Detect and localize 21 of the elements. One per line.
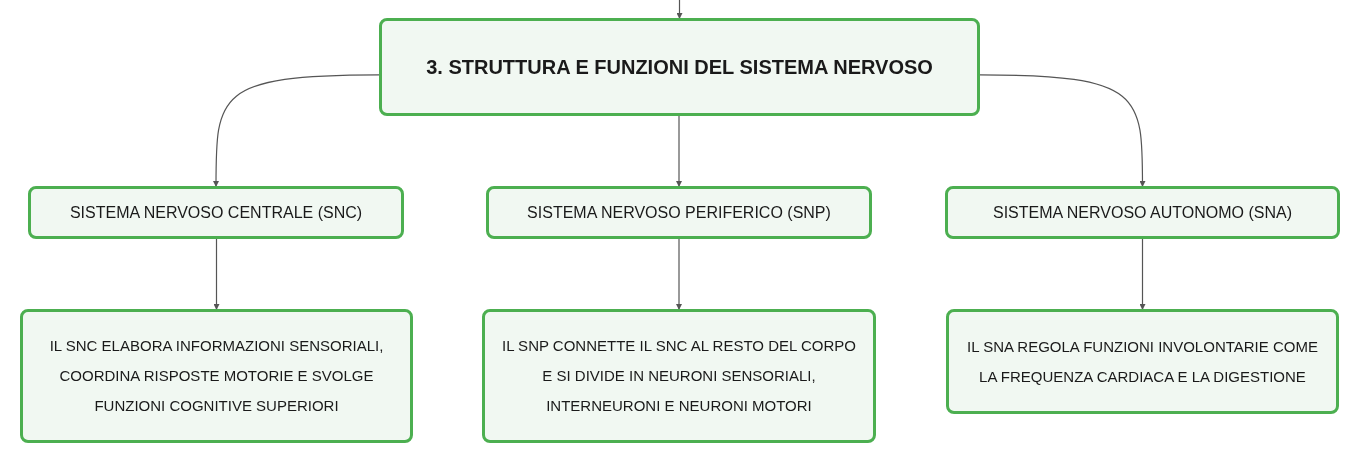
arrow [676, 238, 682, 310]
description-box [20, 309, 413, 443]
node-text: IL SNA REGOLA FUNZIONI INVOLONTARIE COME LA FREQUENZA CARDIACA E LA DIGESTIONE [966, 336, 1319, 387]
arrow [676, 0, 683, 19]
arrow [1139, 238, 1146, 310]
description-box [946, 309, 1339, 414]
arrow [979, 74, 1146, 187]
arrow [213, 74, 380, 187]
node-text: SISTEMA NERVOSO CENTRALE (SNC) [69, 202, 363, 223]
node-text: IL SNP CONNETTE IL SNC AL RESTO DEL CORPO E SI DIVIDE IN NEURONI SENSORIALI, INTERNEURONI E NEURONI MOTORI [501, 336, 857, 416]
subtopic-box [945, 186, 1340, 239]
description-box [482, 309, 876, 443]
subtopic-box [28, 186, 404, 239]
arrow [213, 238, 220, 310]
arrow [676, 115, 682, 187]
node-text: SISTEMA NERVOSO PERIFERICO (SNP) [527, 202, 831, 223]
topic-box [379, 18, 980, 116]
node-text: IL SNC ELABORA INFORMAZIONI SENSORIALI, COORDINA RISPOSTE MOTORIE E SVOLGE FUNZIONI COGNITIVE SUPERIORI [48, 336, 385, 416]
node-text: 3. STRUTTURA E FUNZIONI DEL SISTEMA NERVOSO [426, 55, 933, 80]
subtopic-box [486, 186, 872, 239]
node-text: SISTEMA NERVOSO AUTONOMO (SNA) [993, 202, 1292, 223]
